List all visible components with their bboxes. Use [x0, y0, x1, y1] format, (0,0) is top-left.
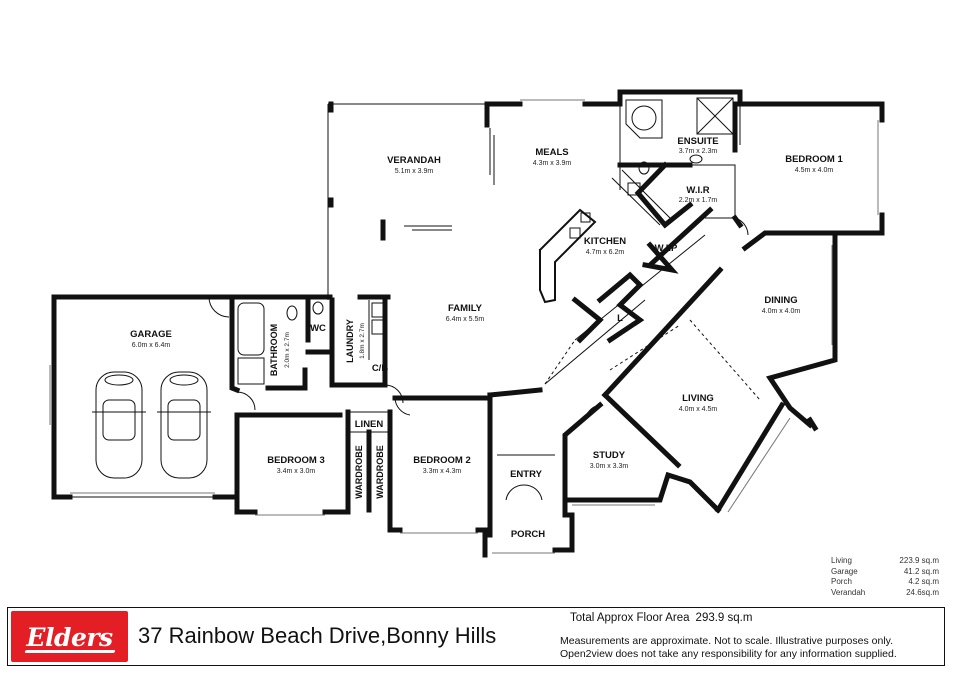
- room-label-study: STUDY: [593, 450, 626, 461]
- total-area-label: Total Approx Floor Area: [570, 612, 690, 624]
- room-dims-family: 6.4m x 5.5m: [446, 316, 485, 323]
- fixtures: [92, 97, 761, 501]
- room-label-kitchen: KITCHEN: [584, 236, 626, 247]
- shower-icon: [237, 357, 265, 385]
- room-label-living: LIVING: [682, 393, 714, 404]
- room-dims-study: 3.0m x 3.3m: [590, 463, 629, 470]
- area-label: Garage: [831, 566, 858, 576]
- toilet-icon: [312, 301, 324, 315]
- room-dims-meals: 4.3m x 3.9m: [533, 160, 572, 167]
- shower-icon: [696, 97, 734, 135]
- room-dims-dining: 4.0m x 4.0m: [762, 308, 801, 315]
- room-label-verandah: VERANDAH: [387, 155, 441, 166]
- area-label: Living: [831, 556, 852, 565]
- room-dims-living: 4.0m x 4.5m: [679, 406, 718, 413]
- toilet-icon: [286, 305, 298, 321]
- room-dims-laundry: 1.8m x 2.7m: [359, 323, 366, 359]
- room-label-l: L: [617, 313, 623, 324]
- room-label-bedroom-1: BEDROOM 1: [785, 154, 843, 165]
- total-floor-area: Total Approx Floor Area 293.9 sq.m: [570, 612, 752, 624]
- area-row: Verandah 24.6sq.m: [831, 588, 939, 599]
- area-value: 41.2 sq.m: [903, 566, 939, 576]
- car-icon: [157, 371, 211, 479]
- room-label-bedroom-2: BEDROOM 2: [413, 455, 471, 466]
- room-label-porch: PORCH: [511, 529, 545, 540]
- room-label-family: FAMILY: [448, 303, 483, 314]
- area-value: 24.6sq.m: [906, 587, 939, 597]
- toilet-icon: [638, 161, 650, 175]
- room-label-dining: DINING: [764, 295, 797, 306]
- room-label-cb: C/B: [372, 363, 389, 374]
- disclaimer-line-2: Open2view does not take any responsibili…: [560, 648, 897, 660]
- room-dims-garage: 6.0m x 6.4m: [132, 342, 171, 349]
- area-value: 4.2 sq.m: [908, 577, 939, 586]
- area-value: 223.9 sq.m: [899, 556, 939, 565]
- room-dims-bedroom-2: 3.3m x 4.3m: [423, 468, 462, 475]
- room-dims-bathroom: 2.0m x 2.7m: [284, 332, 291, 368]
- room-label-wir: W.I.R: [686, 185, 709, 196]
- vanity-basin-icon: [689, 154, 703, 164]
- spa-bath-icon: [625, 99, 663, 139]
- kitchen-bench: [538, 208, 597, 304]
- room-label-wip: W.I.P: [655, 243, 678, 254]
- area-summary: Living 223.9 sq.m Garage 41.2 sq.m Porch 4.…: [831, 556, 939, 598]
- room-dims-verandah: 5.1m x 3.9m: [395, 168, 434, 175]
- room-label-ensuite: ENSUITE: [677, 136, 718, 147]
- property-address: 37 Rainbow Beach Drive,Bonny Hills: [138, 623, 497, 648]
- room-label-wc: WC: [310, 323, 326, 334]
- area-label: Porch: [831, 577, 852, 586]
- room-label-entry: ENTRY: [510, 469, 543, 480]
- room-label-linen: LINEN: [355, 419, 384, 430]
- walls: [49, 89, 885, 558]
- area-row: Living 223.9 sq.m: [831, 556, 939, 567]
- room-label-wardrobe-b: WARDROBE: [375, 445, 385, 499]
- room-label-bathroom: BATHROOM: [269, 324, 279, 376]
- area-label: Verandah: [831, 587, 866, 597]
- total-area-value: 293.9 sq.m: [695, 612, 753, 624]
- disclaimer-line-1: Measurements are approximate. Not to sca…: [560, 635, 894, 647]
- room-dims-wir: 2.2m x 1.7m: [679, 197, 718, 204]
- room-dims-bedroom-3: 3.4m x 3.0m: [277, 468, 316, 475]
- footer-bar: Elders 37 Rainbow Beach Drive,Bonny Hill…: [7, 607, 945, 666]
- washer-icon: [371, 319, 385, 335]
- cooktop-icon: [627, 182, 641, 196]
- room-label-meals: MEALS: [535, 147, 568, 158]
- room-label-bedroom-3: BEDROOM 3: [267, 455, 325, 466]
- floor-plan: VERANDAH 5.1m x 3.9m MEALS 4.3m x 3.9m E…: [49, 89, 885, 558]
- area-row: Porch 4.2 sq.m: [831, 577, 939, 588]
- car-icon: [92, 371, 146, 479]
- room-dims-ensuite: 3.7m x 2.3m: [679, 148, 718, 155]
- logo-text: Elders: [26, 623, 113, 652]
- bathtub-icon: [237, 302, 265, 356]
- room-dims-bedroom-1: 4.5m x 4.0m: [795, 167, 834, 174]
- room-label-garage: GARAGE: [130, 329, 172, 340]
- area-row: Garage 41.2 sq.m: [831, 567, 939, 578]
- logo-swoosh-icon: [24, 650, 116, 653]
- room-label-wardrobe-a: WARDROBE: [354, 445, 364, 499]
- room-dims-kitchen: 4.7m x 6.2m: [586, 249, 625, 256]
- sliding-door: [404, 128, 495, 231]
- room-label-laundry: LAUNDRY: [345, 319, 355, 363]
- elders-logo: Elders: [11, 611, 128, 662]
- laundry-tub-icon: [371, 302, 385, 318]
